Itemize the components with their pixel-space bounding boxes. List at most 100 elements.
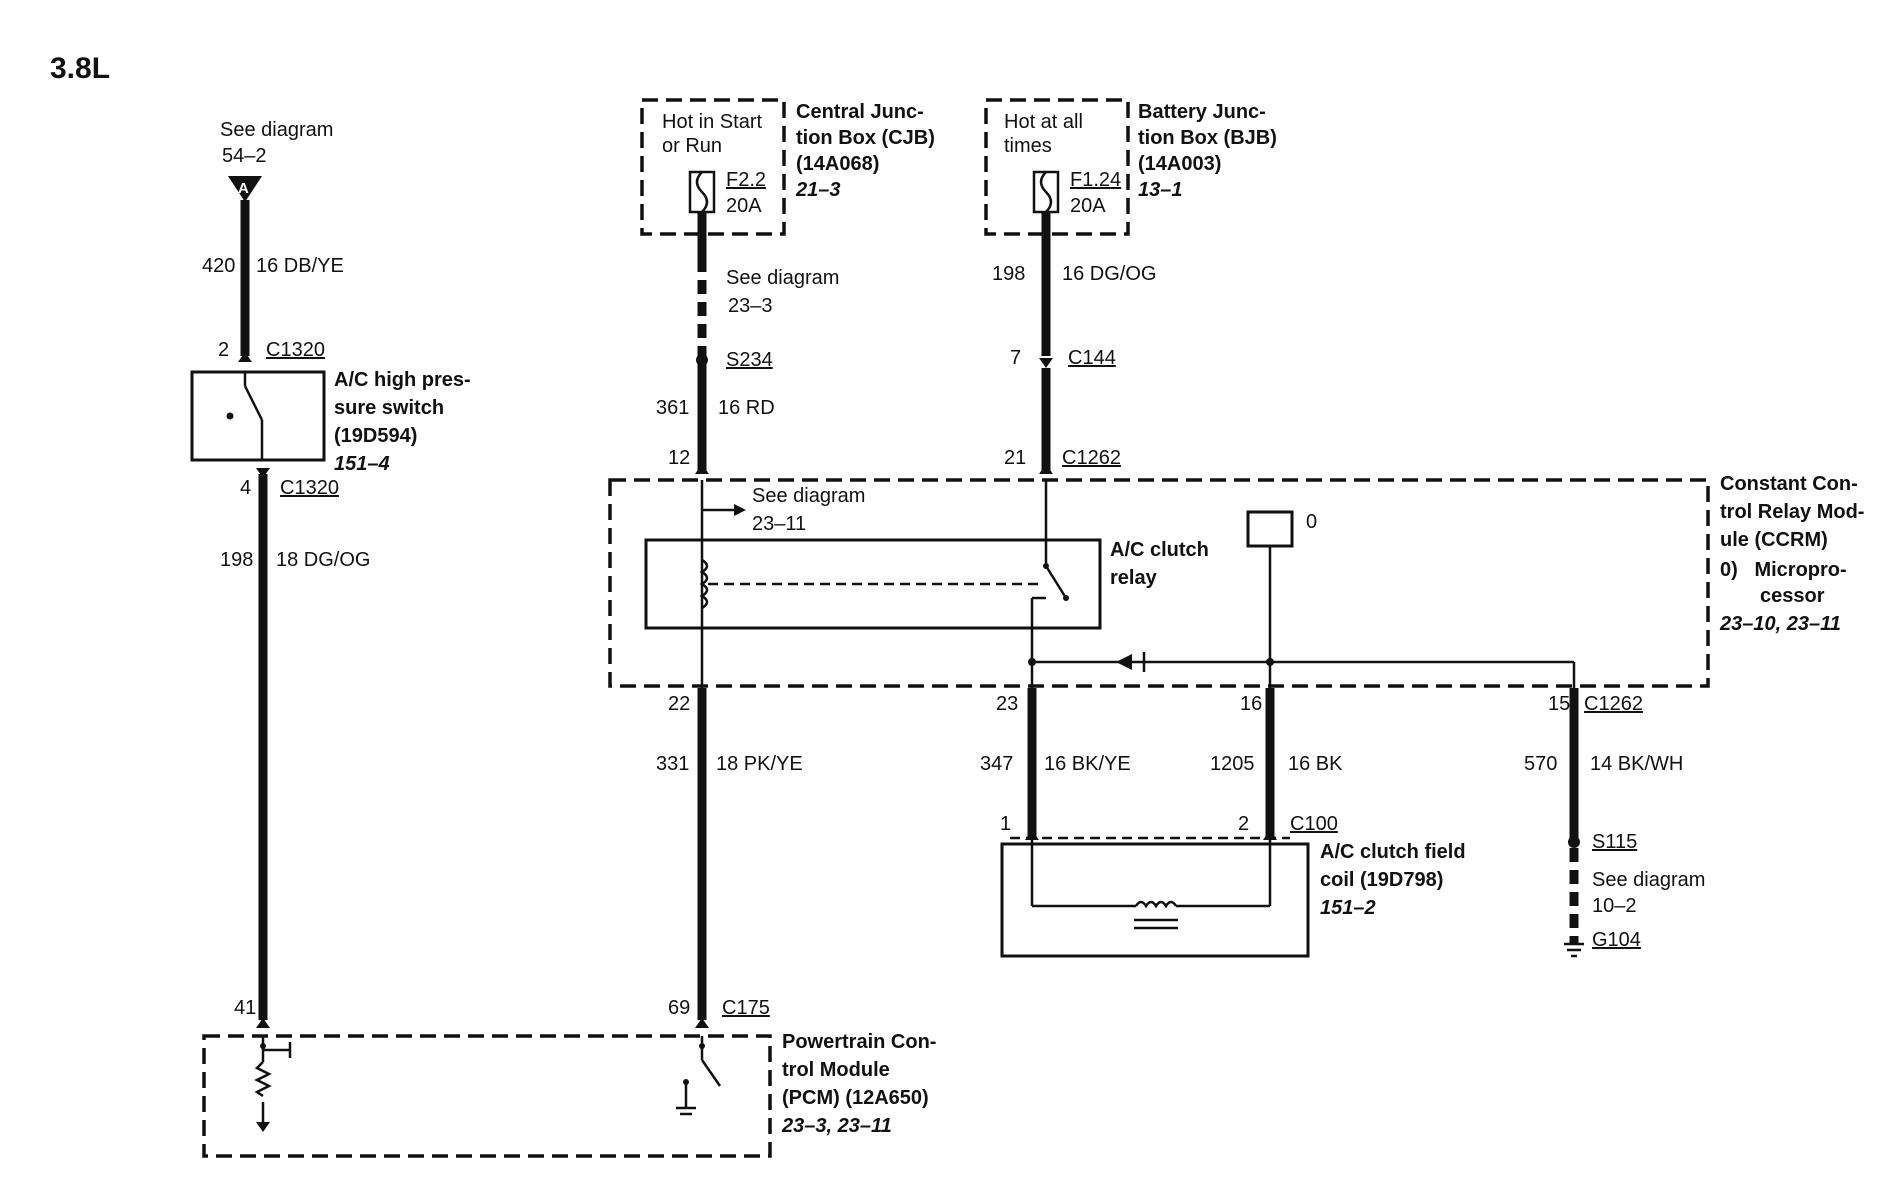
pcm-input-resistor-icon xyxy=(254,1036,292,1132)
pin-arrow-icon xyxy=(256,468,270,478)
wire-570-label: 14 BK/WH xyxy=(1590,753,1683,775)
ccrm-see: See diagram xyxy=(752,485,865,507)
cjb-fuse-id: F2.2 xyxy=(726,169,766,191)
bjb-name-l2: tion Box (BJB) xyxy=(1138,127,1277,149)
coil-pin-2: 2 xyxy=(1238,813,1249,835)
relay-coil-icon xyxy=(699,558,709,610)
wire-331-label: 18 PK/YE xyxy=(716,753,803,775)
ccrm-pin-12: 12 xyxy=(668,447,690,469)
wire-361-label: 16 RD xyxy=(718,397,775,419)
svg-text:A: A xyxy=(238,180,249,197)
cjb-name-l2: tion Box (CJB) xyxy=(796,127,935,149)
ccrm-pin-16: 16 xyxy=(1240,693,1262,715)
hp-switch-name-l1: A/C high pres- xyxy=(334,369,471,391)
bjb-name-l3: (14A003) xyxy=(1138,153,1221,175)
coil-name-l2: coil (19D798) xyxy=(1320,869,1443,891)
ground-g104: G104 xyxy=(1592,929,1641,951)
cjb-see: See diagram xyxy=(726,267,839,289)
pin-arrow-icon xyxy=(238,352,252,362)
hp-top-conn: C1320 xyxy=(266,339,325,361)
splice-s234-icon xyxy=(696,354,708,366)
ground-see: See diagram xyxy=(1592,869,1705,891)
wire-198-bjb-circuit: 198 xyxy=(992,263,1025,285)
page-title: 3.8L xyxy=(50,52,110,85)
junction-icon xyxy=(1266,658,1274,666)
ccrm-conn-top: C1262 xyxy=(1062,447,1121,469)
hp-switch-name-l3: (19D594) xyxy=(334,425,417,447)
hp-switch-box xyxy=(190,370,326,462)
fuse-icon xyxy=(1032,170,1060,214)
wire-420-label: 16 DB/YE xyxy=(256,255,344,277)
pcm-name-l3: (PCM) (12A650) xyxy=(782,1087,929,1109)
ccrm-pin-21: 21 xyxy=(1004,447,1026,469)
wire-198-left-label: 18 DG/OG xyxy=(276,549,370,571)
clutch-coil-box xyxy=(1000,842,1310,958)
coil-conn: C100 xyxy=(1290,813,1338,835)
splice-s115: S115 xyxy=(1592,831,1637,853)
ccrm-box xyxy=(608,478,1710,688)
wire-347-label: 16 BK/YE xyxy=(1044,753,1131,775)
wire-361-circuit: 361 xyxy=(656,397,689,419)
ccrm-pin-15: 15 xyxy=(1548,693,1570,715)
pin-arrow-icon xyxy=(695,464,709,474)
contact-point-icon xyxy=(1063,595,1069,601)
pcm-name-l2: trol Module xyxy=(782,1059,890,1081)
bjb-fuse-amp: 20A xyxy=(1070,195,1106,217)
cjb-hot-l1: Hot in Start xyxy=(662,111,762,133)
cjb-name-l3: (14A068) xyxy=(796,153,879,175)
wire-198-left-circuit: 198 xyxy=(220,549,253,571)
relay-box xyxy=(644,538,1102,630)
cjb-see-page: 23–3 xyxy=(728,295,773,317)
hp-switch-name-l2: sure switch xyxy=(334,397,444,419)
connector-a-icon: A xyxy=(228,176,262,202)
cjb-box xyxy=(640,98,786,236)
bjb-hot-l1: Hot at all xyxy=(1004,111,1083,133)
ccrm-conn-bot: C1262 xyxy=(1584,693,1643,715)
splice-s234: S234 xyxy=(726,349,773,371)
ccrm-micro-l1: 0) Micropro- xyxy=(1720,559,1847,581)
fuse-icon xyxy=(688,170,716,214)
ccrm-name-l1: Constant Con- xyxy=(1720,473,1858,495)
bjb-name-l1: Battery Junc- xyxy=(1138,101,1266,123)
hp-bot-pin: 4 xyxy=(240,477,251,499)
wire-347-circuit: 347 xyxy=(980,753,1013,775)
bjb-box xyxy=(984,98,1130,236)
ccrm-name-l3: ule (CCRM) xyxy=(1720,529,1828,551)
pin-arrow-icon xyxy=(256,1018,270,1028)
pcm-name-l1: Powertrain Con- xyxy=(782,1031,936,1053)
wire-1205-label: 16 BK xyxy=(1288,753,1343,775)
ccrm-ref: 23–10, 23–11 xyxy=(1719,613,1841,635)
ccrm-pin-22: 22 xyxy=(668,693,690,715)
ref-a-page: 54–2 xyxy=(222,145,267,167)
coil-name-l1: A/C clutch field xyxy=(1320,841,1466,863)
ccrm-pin-23: 23 xyxy=(996,693,1018,715)
c144-pin: 7 xyxy=(1010,347,1021,369)
hp-bot-conn: C1320 xyxy=(280,477,339,499)
wire-198-bjb-label: 16 DG/OG xyxy=(1062,263,1156,285)
c144-conn: C144 xyxy=(1068,347,1116,369)
splice-s115-icon xyxy=(1568,836,1580,848)
micro-tag: 0 xyxy=(1306,511,1317,533)
contact-point-icon xyxy=(1043,563,1049,569)
junction-icon xyxy=(1028,658,1036,666)
coil-pin-1: 1 xyxy=(1000,813,1011,835)
ccrm-micro-l2: cessor xyxy=(1760,585,1825,607)
wire-570-circuit: 570 xyxy=(1524,753,1557,775)
cjb-name-l1: Central Junc- xyxy=(796,101,924,123)
wire-420-circuit: 420 xyxy=(202,255,235,277)
switch-contact-icon xyxy=(226,372,264,460)
pcm-conn: C175 xyxy=(722,997,770,1019)
ccrm-name-l2: trol Relay Mod- xyxy=(1720,501,1864,523)
ground-icon xyxy=(1564,942,1584,958)
bjb-fuse-id: F1.24 xyxy=(1070,169,1121,191)
pin-arrow-icon xyxy=(1039,358,1053,368)
hp-switch-ref: 151–4 xyxy=(334,453,390,475)
coil-winding-icon xyxy=(1134,900,1178,930)
relay-name-l2: relay xyxy=(1110,567,1158,589)
microprocessor-box xyxy=(1246,510,1294,548)
pin-arrow-icon xyxy=(695,1018,709,1028)
ref-a-see: See diagram xyxy=(220,119,333,141)
arrow-right-icon xyxy=(734,504,746,516)
pcm-ref: 23–3, 23–11 xyxy=(781,1115,892,1137)
